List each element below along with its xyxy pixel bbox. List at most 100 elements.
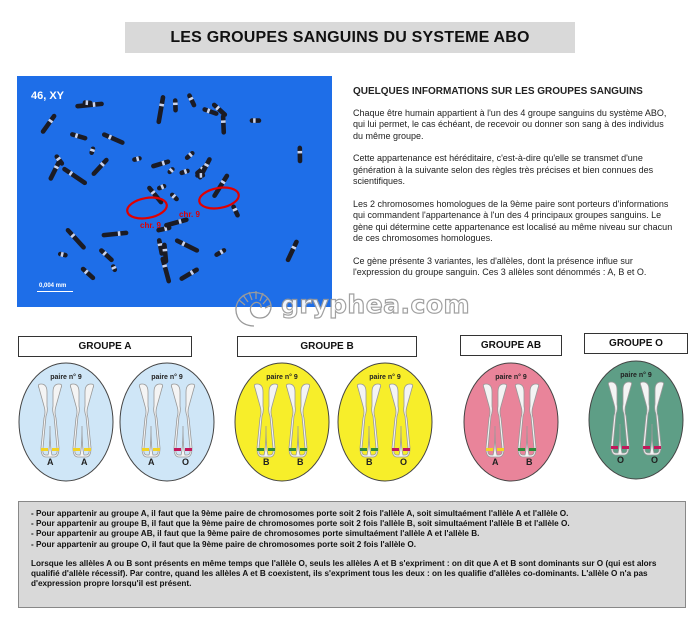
karyo-chromosome (57, 251, 68, 258)
karyo-chromosome (172, 98, 178, 113)
rules-list: - Pour appartenir au groupe A, il faut q… (31, 509, 673, 550)
karyo-chromosome (195, 173, 206, 178)
allele-band (289, 448, 296, 451)
allele-band (257, 448, 264, 451)
pair-group-o: paire n° 9 O O (588, 360, 684, 480)
karyo-chromosome (174, 238, 200, 253)
group-a-title: GROUPE A (18, 336, 192, 357)
allele-band (268, 448, 275, 451)
karyo-chromosome (91, 157, 109, 176)
allele-band (497, 448, 504, 451)
pair-group-ab: paire n° 9 A B (463, 362, 559, 482)
karyo-chromosome (164, 217, 189, 228)
karyo-chromosome (160, 256, 172, 284)
karyo-chromosome (212, 173, 230, 198)
info-paragraph: Ce gène présente 3 variantes, les d'allè… (353, 255, 647, 278)
allele-left: A (492, 457, 499, 467)
group-ab-title: GROUPE AB (460, 335, 562, 356)
rule-item: - Pour appartenir au groupe A, il faut q… (31, 509, 569, 518)
karyo-chromosome (54, 154, 65, 166)
info-heading: QUELQUES INFORMATIONS SUR LES GROUPES SA… (353, 86, 643, 97)
dominance-paragraph: Lorsque les allèles A ou B sont présents… (31, 558, 657, 589)
karyo-chromosome (40, 113, 57, 134)
rule-item: - Pour appartenir au groupe AB, il faut … (31, 529, 480, 539)
allele-band (611, 446, 618, 449)
chromosome (514, 383, 540, 458)
karyo-chromosome (167, 167, 175, 175)
karyo-chromosome (62, 166, 88, 186)
karyo-chromosome (101, 132, 125, 145)
info-paragraph: Cette appartenance est héréditaire, c'es… (353, 153, 654, 186)
ammonite-logo-icon (235, 291, 272, 327)
karyo-chromosome (297, 145, 303, 164)
karyo-chromosome (220, 114, 227, 135)
pair-label: paire n° 9 (151, 374, 183, 381)
chromosome (639, 381, 665, 456)
karyo-chromosome (65, 227, 86, 250)
karyo-chromosome (156, 95, 166, 125)
allele-band (52, 448, 59, 451)
pair-label: paire n° 9 (369, 374, 401, 381)
karyo-chromosome (48, 159, 62, 181)
karyo-chromosome (231, 204, 240, 218)
pair-label: paire n° 9 (620, 372, 652, 379)
karyo-chromosome (156, 238, 165, 256)
karyo-chromosome (214, 248, 227, 257)
chromosome (388, 383, 414, 458)
rule-item: - Pour appartenir au groupe B, il faut q… (31, 519, 570, 529)
allele-band (84, 448, 91, 451)
chr9-highlight (198, 186, 240, 210)
karyo-chromosome (202, 107, 219, 116)
chromosome (482, 383, 508, 458)
karyo-chromosome (99, 248, 114, 263)
scale-bar (37, 291, 73, 292)
allele-band (403, 448, 410, 451)
info-paragraph: Les 2 chromosomes homologues de la 9ème … (353, 198, 673, 244)
allele-band (360, 448, 367, 451)
rule-item: - Pour appartenir au groupe O, il faut q… (31, 539, 417, 549)
allele-left: B (366, 457, 373, 467)
allele-right: O (182, 457, 190, 467)
karyotype-chromosomes (40, 93, 303, 284)
karyo-chromosome (82, 100, 93, 106)
chromosome (356, 383, 382, 458)
page-title: LES GROUPES SANGUINS DU SYSTEME ABO (125, 22, 575, 53)
pair-group-b-2: paire n° 9 B O (337, 362, 433, 482)
allele-band (185, 448, 192, 451)
karyo-chromosome (187, 93, 197, 108)
allele-band (529, 448, 536, 451)
chr9-label-right: chr. 9 (179, 210, 200, 219)
pair-label: paire n° 9 (495, 374, 527, 381)
allele-right: A (81, 457, 88, 467)
allele-left: B (263, 457, 270, 467)
allele-band (174, 448, 181, 451)
karyo-chromosome (156, 183, 167, 191)
karyo-chromosome (132, 156, 142, 162)
info-panel: QUELQUES INFORMATIONS SUR LES GROUPES SA… (353, 86, 673, 290)
chr9-label-left: chr. 9 (140, 221, 161, 230)
chr9-highlight (126, 196, 168, 220)
karyotype-label: 46, XY (31, 90, 65, 102)
karyo-chromosome (89, 146, 96, 155)
allele-band (643, 446, 650, 449)
pair-label: paire n° 9 (50, 374, 82, 381)
chromosome (253, 383, 279, 458)
allele-band (300, 448, 307, 451)
karyo-chromosome (70, 132, 88, 141)
allele-right: B (526, 457, 533, 467)
chromosome (37, 383, 63, 458)
karyo-chromosome (80, 266, 96, 281)
allele-band (518, 448, 525, 451)
explanation-box: - Pour appartenir au groupe A, il faut q… (18, 501, 686, 608)
allele-right: O (651, 455, 659, 465)
watermark-text: gryphea.com (280, 289, 471, 319)
allele-band (654, 446, 661, 449)
chromosome (170, 383, 196, 458)
pair-group-a-2: paire n° 9 A O (119, 362, 215, 482)
scale-label: 0,004 mm (39, 283, 67, 289)
pair-label: paire n° 9 (266, 374, 298, 381)
chromosome (285, 383, 311, 458)
karyo-chromosome (179, 168, 190, 176)
chromosome (607, 381, 633, 456)
karyo-chromosome (110, 264, 118, 273)
